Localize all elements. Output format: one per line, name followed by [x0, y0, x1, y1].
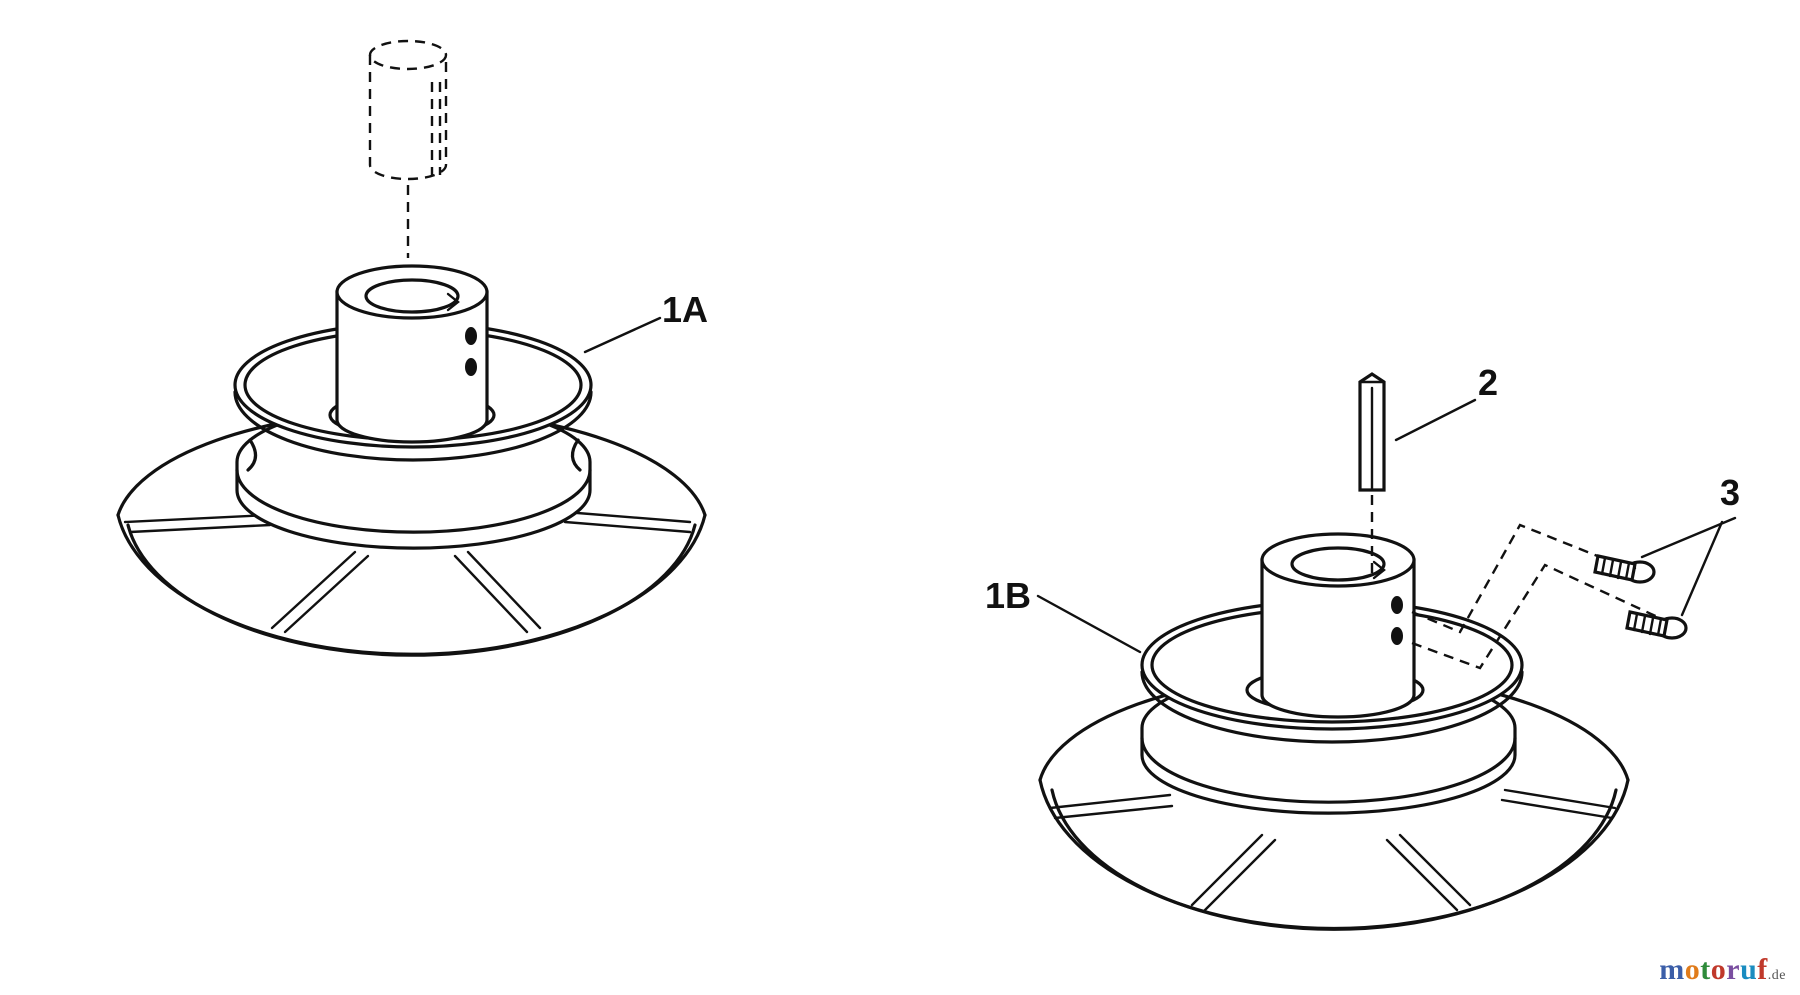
label-1a: 1A — [662, 289, 708, 330]
pulley-1a — [116, 39, 707, 657]
watermark-suffix: .de — [1767, 968, 1786, 983]
label-2: 2 — [1478, 362, 1498, 403]
label-3: 3 — [1720, 472, 1740, 513]
label-1b: 1B — [985, 575, 1031, 616]
set-screw-upper — [1593, 554, 1656, 584]
watermark-text: motoruf — [1659, 953, 1768, 986]
set-screw-lower — [1625, 610, 1688, 640]
pulley-1b — [1036, 372, 1737, 931]
watermark-logo: motoruf.de — [1659, 953, 1786, 987]
